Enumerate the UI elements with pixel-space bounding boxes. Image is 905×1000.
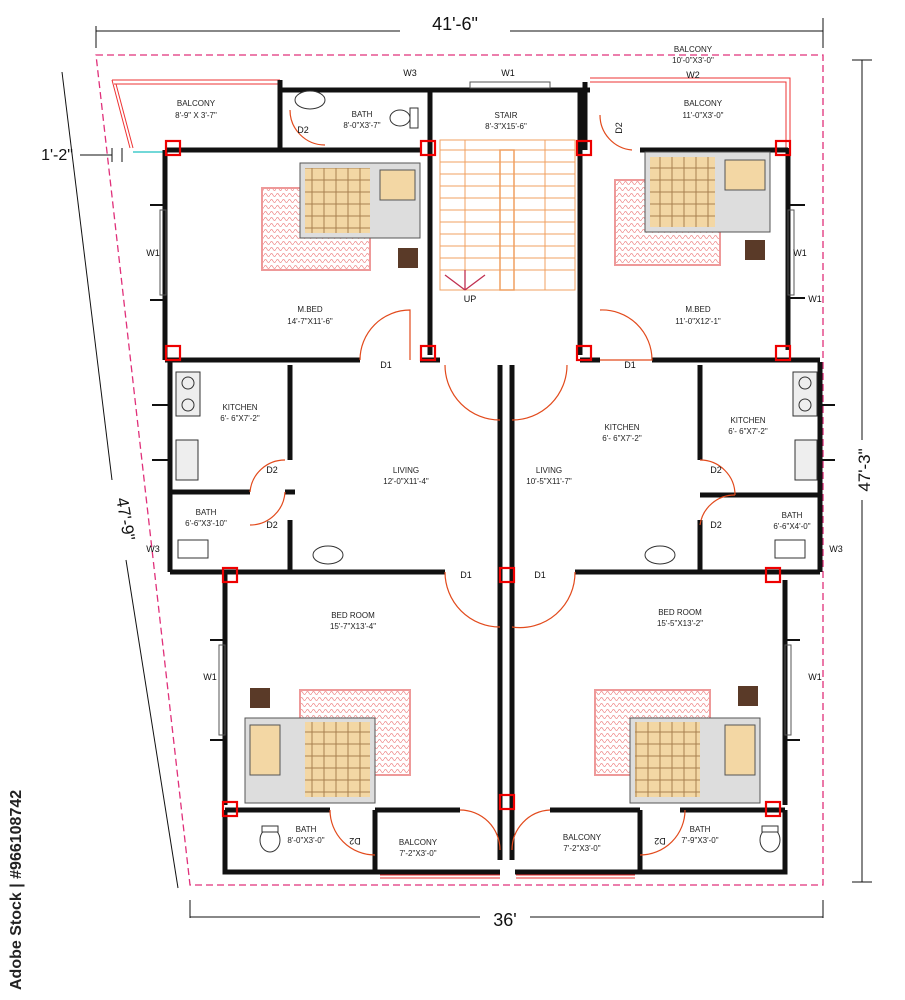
columns bbox=[164, 139, 792, 818]
tag-w1-right-2: W1 bbox=[808, 294, 822, 304]
staircase bbox=[439, 139, 576, 291]
tag-w2-top: W2 bbox=[686, 70, 700, 80]
stair-up-label: UP bbox=[464, 294, 477, 304]
room-balcony-tl-name: BALCONY bbox=[177, 99, 216, 108]
room-living-r-size: 10'-5"X11'-7" bbox=[526, 477, 572, 486]
windows bbox=[159, 81, 795, 736]
tag-d2-br: D2 bbox=[710, 520, 722, 530]
room-kitchen-l-name: KITCHEN bbox=[222, 403, 257, 412]
tag-d2-kl: D2 bbox=[266, 465, 278, 475]
dimension-lines bbox=[61, 18, 872, 918]
tag-w1-right: W1 bbox=[793, 248, 807, 258]
room-bath-br-size: 7'-9"X3'-0" bbox=[681, 836, 718, 845]
tag-w3-left: W3 bbox=[146, 544, 160, 554]
tag-d1-left: D1 bbox=[380, 360, 392, 370]
tag-d1-mr: D1 bbox=[534, 570, 546, 580]
room-living-r-name: LIVING bbox=[536, 466, 562, 475]
tag-w3-right: W3 bbox=[829, 544, 843, 554]
room-mbed-r-size: 11'-0"X12'-1" bbox=[675, 317, 721, 326]
room-bath-ml-name: BATH bbox=[196, 508, 217, 517]
dimension-top: 41'-6" bbox=[432, 14, 478, 34]
dimension-right: 47'-3" bbox=[855, 448, 874, 491]
tag-d1-right: D1 bbox=[624, 360, 636, 370]
room-balcony-br-size: 7'-2"X3'-0" bbox=[563, 844, 600, 853]
tag-w1-bl: W1 bbox=[203, 672, 217, 682]
tag-d1-ml: D1 bbox=[460, 570, 472, 580]
room-bath-tl-name: BATH bbox=[352, 110, 373, 119]
room-kitchen-r-size: 6'- 6"X7'-2" bbox=[728, 427, 768, 436]
tag-d2-bl: D2 bbox=[266, 520, 278, 530]
room-kitchen-l-size: 6'- 6"X7'-2" bbox=[220, 414, 260, 423]
bath-fixtures bbox=[177, 90, 806, 853]
room-balcony-tr-name: BALCONY bbox=[684, 99, 723, 108]
doors bbox=[249, 109, 736, 856]
room-bed-r-size: 15'-5"X13'-2" bbox=[657, 619, 703, 628]
room-kitchen-c-size: 6'- 6"X7'-2" bbox=[602, 434, 642, 443]
tag-w1-left: W1 bbox=[146, 248, 160, 258]
dimension-bottom: 36' bbox=[493, 910, 516, 930]
stock-watermark: Adobe Stock | #966108742 bbox=[6, 760, 36, 990]
balcony-railing bbox=[111, 77, 791, 879]
room-balcony-tr-size: 11'-0"X3'-0" bbox=[682, 111, 723, 120]
room-balcony-top-name: BALCONY bbox=[674, 45, 713, 54]
room-mbed-l-size: 14'-7"X11'-6" bbox=[287, 317, 333, 326]
room-bath-ml-size: 6'-6"X3'-10" bbox=[185, 519, 227, 528]
room-living-l-name: LIVING bbox=[393, 466, 419, 475]
plot-boundary bbox=[95, 54, 824, 886]
tag-w3-top: W3 bbox=[403, 68, 417, 78]
kitchen-fixtures bbox=[175, 371, 818, 481]
room-labels: BALCONY 8'-9" X 3'-7" BALCONY 10'-0"X3'-… bbox=[175, 45, 811, 858]
room-balcony-tl-size: 8'-9" X 3'-7" bbox=[175, 111, 217, 120]
room-bath-bl-name: BATH bbox=[296, 825, 317, 834]
tag-d2-tl: D2 bbox=[297, 125, 309, 135]
room-bath-bl-size: 8'-0"X3'-0" bbox=[287, 836, 324, 845]
dimension-left: 47'-9" bbox=[112, 496, 138, 542]
room-living-l-size: 12'-0"X11'-4" bbox=[383, 477, 429, 486]
tag-d2-bbl: D2 bbox=[349, 836, 361, 846]
room-balcony-br-name: BALCONY bbox=[563, 833, 602, 842]
room-bath-tl-size: 8'-0"X3'-7" bbox=[343, 121, 380, 130]
room-bath-mr-size: 6'-6"X4'-0" bbox=[773, 522, 810, 531]
room-mbed-l-name: M.BED bbox=[297, 305, 323, 314]
tag-d2-tr: D2 bbox=[614, 122, 624, 134]
room-bath-mr-name: BATH bbox=[782, 511, 803, 520]
tag-w1-br: W1 bbox=[808, 672, 822, 682]
tag-w1-top: W1 bbox=[501, 68, 515, 78]
tag-d2-bbr: D2 bbox=[654, 836, 666, 846]
room-balcony-top-size: 10'-0"X3'-0" bbox=[672, 56, 714, 65]
room-balcony-bl-size: 7'-2"X3'-0" bbox=[399, 849, 436, 858]
room-bed-r-name: BED ROOM bbox=[658, 608, 702, 617]
room-kitchen-c-name: KITCHEN bbox=[604, 423, 639, 432]
watermark-text: Adobe Stock | #966108742 bbox=[8, 789, 25, 990]
room-bed-l-name: BED ROOM bbox=[331, 611, 375, 620]
room-kitchen-r-name: KITCHEN bbox=[730, 416, 765, 425]
room-stair-size: 8'-3"X15'-6" bbox=[485, 122, 527, 131]
dimension-offset: 1'-2" bbox=[41, 147, 73, 164]
room-bed-l-size: 15'-7"X13'-4" bbox=[330, 622, 376, 631]
walls bbox=[150, 80, 835, 875]
room-bath-br-name: BATH bbox=[690, 825, 711, 834]
bed-furniture bbox=[244, 151, 771, 804]
room-balcony-bl-name: BALCONY bbox=[399, 838, 438, 847]
room-stair-name: STAIR bbox=[495, 111, 518, 120]
tag-d2-kr: D2 bbox=[710, 465, 722, 475]
room-mbed-r-name: M.BED bbox=[685, 305, 711, 314]
